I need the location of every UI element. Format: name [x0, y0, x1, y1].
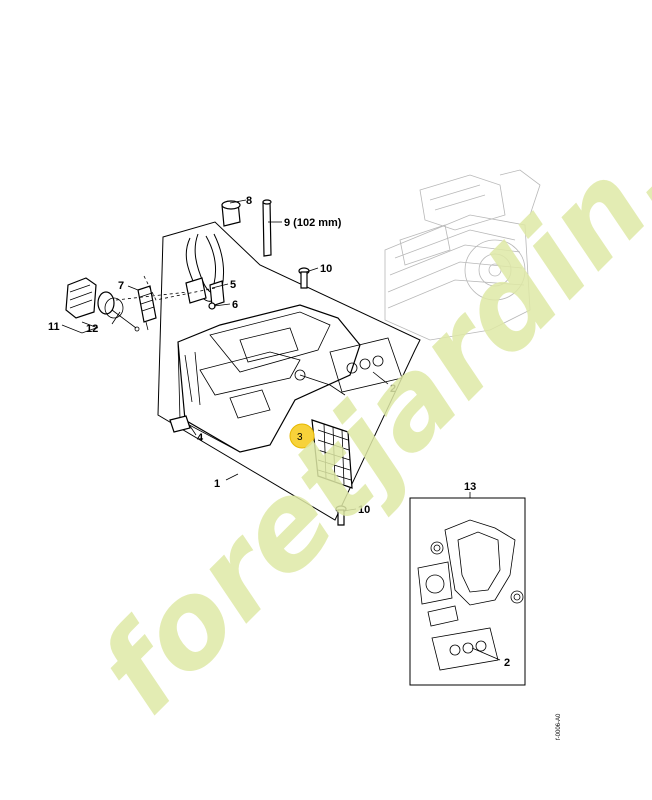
- callout-9: 9 (102 mm): [284, 217, 342, 229]
- callout-7: 7: [118, 280, 124, 292]
- housing-assembly-outline: [157, 221, 421, 521]
- gasket-kit-box: [409, 497, 526, 686]
- part-9-tube: [262, 199, 272, 257]
- part-1-housing: [177, 304, 361, 453]
- part-3-screen: [311, 419, 353, 489]
- callout-2-kit: 2: [504, 657, 510, 669]
- callout-10-bottom: 10: [358, 504, 370, 516]
- callout-2: 2: [390, 383, 396, 395]
- callout-10-top: 10: [320, 263, 332, 275]
- callout-11: 11: [48, 321, 60, 333]
- part-10-screw-top: [298, 267, 310, 289]
- callout-13: 13: [464, 481, 476, 493]
- callout-3: 3: [297, 432, 303, 443]
- engine-background-illustration: [384, 169, 541, 341]
- part-5-fuel-lines: [185, 233, 225, 310]
- callout-1: 1: [214, 478, 220, 490]
- highlight-marker-3[interactable]: [289, 423, 315, 449]
- part-12-o-ring: [104, 297, 124, 319]
- drawing-code: f-0006-A0: [556, 713, 562, 740]
- callout-6: 6: [232, 299, 238, 311]
- part-8-cap: [221, 200, 241, 227]
- leader-lines: [61, 199, 501, 661]
- part-2-gasket: [329, 337, 403, 393]
- callout-4: 4: [197, 432, 204, 444]
- part-10-screw-bottom: [335, 505, 347, 526]
- callout-labels: 1 2 2 3 4 5 6 7 8 9 (102 mm) 10 10 11 12…: [48, 195, 510, 669]
- part-7-filter: [137, 285, 157, 331]
- callout-12: 12: [86, 323, 98, 335]
- callout-8: 8: [246, 195, 252, 207]
- callout-5: 5: [230, 279, 236, 291]
- part-4-clip: [169, 415, 191, 433]
